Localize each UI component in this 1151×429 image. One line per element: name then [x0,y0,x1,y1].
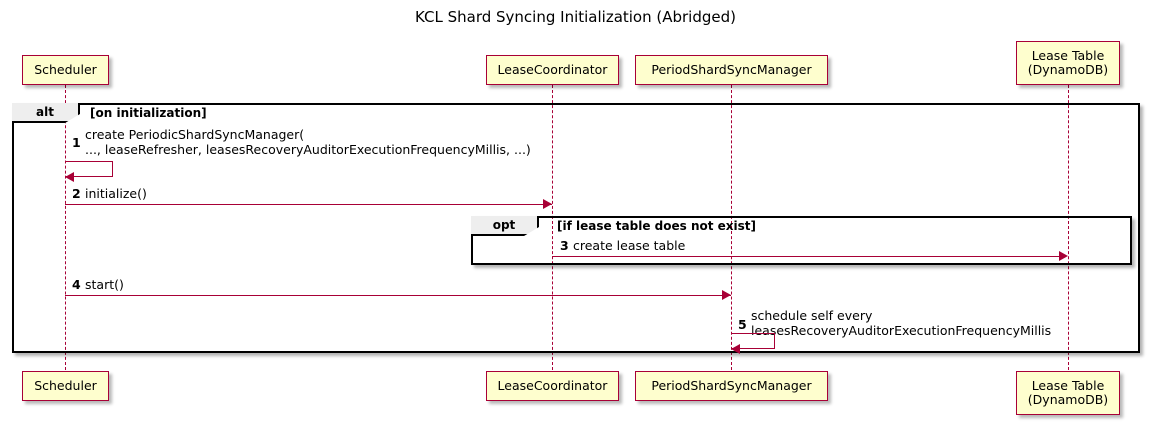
message-1-arrowhead [65,172,74,182]
participant-label: PeriodShardSyncManager [651,62,812,77]
participant-label: Lease Table (DynamoDB) [1027,378,1109,407]
participant-lease-coordinator-top[interactable]: LeaseCoordinator [486,55,619,85]
participant-lease-coordinator-bottom[interactable]: LeaseCoordinator [486,371,619,401]
message-5-text: schedule self every leasesRecoveryAudito… [751,308,1052,338]
page-title: KCL Shard Syncing Initialization (Abridg… [415,8,736,26]
message-3-text: create lease table [573,238,686,253]
lifeline-lease-table [1068,85,1069,370]
fragment-alt-tab: alt [12,103,80,123]
message-1-number: 1 [72,135,81,150]
participant-label: PeriodShardSyncManager [651,378,812,393]
message-4-line [65,295,731,296]
participant-lease-table-top[interactable]: Lease Table (DynamoDB) [1016,41,1120,85]
message-1-self-loop [65,161,113,177]
fragment-alt-guard: [on initialization] [90,106,207,120]
message-2-text: initialize() [85,186,147,201]
participant-period-shard-sync-manager-top[interactable]: PeriodShardSyncManager [635,55,828,85]
participant-label: LeaseCoordinator [497,62,608,77]
message-5-self-loop [731,333,775,349]
message-2-line [65,204,552,205]
participant-period-shard-sync-manager-bottom[interactable]: PeriodShardSyncManager [635,371,828,401]
participant-label: Lease Table (DynamoDB) [1027,48,1109,77]
lifeline-period-shard-sync-manager [731,85,732,370]
participant-scheduler-bottom[interactable]: Scheduler [22,371,109,401]
fragment-opt-tab: opt [471,216,539,236]
message-5-arrowhead [731,344,740,354]
participant-label: Scheduler [34,378,97,393]
lifeline-scheduler [65,85,66,370]
message-2-number: 2 [72,186,81,201]
participant-lease-table-bottom[interactable]: Lease Table (DynamoDB) [1016,371,1120,415]
message-5-number: 5 [738,317,747,332]
message-1-text: create PeriodicShardSyncManager( ..., le… [85,127,531,157]
lifeline-lease-coordinator [552,85,553,370]
fragment-opt-operator: opt [492,218,516,232]
message-3-line [552,256,1059,257]
message-2-arrowhead [543,199,552,209]
participant-scheduler-top[interactable]: Scheduler [22,55,109,85]
participant-label: LeaseCoordinator [497,378,608,393]
participant-label: Scheduler [34,62,97,77]
message-4-number: 4 [72,277,81,292]
fragment-alt [12,103,1140,353]
fragment-opt-guard: [if lease table does not exist] [557,219,757,233]
message-3-number: 3 [560,238,569,253]
message-3-arrowhead [1059,251,1068,261]
fragment-opt [471,216,1132,265]
message-4-text: start() [85,277,124,292]
fragment-alt-operator: alt [36,105,54,119]
message-4-arrowhead [722,290,731,300]
